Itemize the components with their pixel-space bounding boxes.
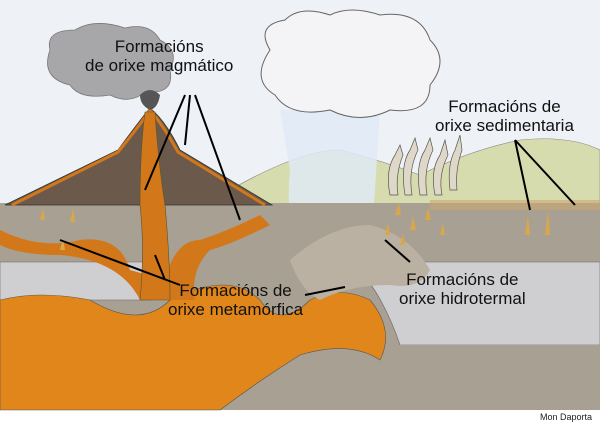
rain-cloud: [260, 9, 441, 118]
mineral-veins: [40, 203, 550, 250]
magma-sills: [0, 215, 270, 300]
label-metamorphic: Formacións de orixe metamórfica: [168, 281, 303, 319]
hydrothermal-vents: [388, 134, 463, 196]
label-metamorphic-line2: orixe metamórfica: [168, 300, 304, 319]
label-metamorphic-line1: Formacións de: [179, 281, 292, 300]
magma-chamber: [0, 284, 386, 411]
label-sedimentary-line2: orixe sedimentaria: [435, 116, 574, 135]
label-hydrothermal: Formacións de orixe hidrotermal: [399, 270, 526, 308]
hydrothermal-dome: [290, 225, 430, 300]
ash-cloud: [47, 23, 174, 110]
credit-text: Mon Daporta: [539, 412, 592, 422]
label-magmatic-line2: de orixe magmático: [85, 56, 234, 75]
pointer-lines: [59, 94, 576, 296]
sediment-layers: [430, 200, 600, 210]
label-hydrothermal-line2: orixe hidrotermal: [399, 289, 526, 308]
label-sedimentary: Formacións de orixe sedimentaria: [435, 97, 574, 135]
lower-ground: [380, 345, 600, 395]
label-magmatic-line1: Formacións: [114, 37, 204, 56]
label-hydrothermal-line1: Formacións de: [406, 270, 519, 289]
label-sedimentary-line1: Formacións de: [448, 97, 561, 116]
label-magmatic: Formacións de orixe magmático: [85, 37, 233, 75]
volcanic-conduit: [139, 111, 171, 301]
